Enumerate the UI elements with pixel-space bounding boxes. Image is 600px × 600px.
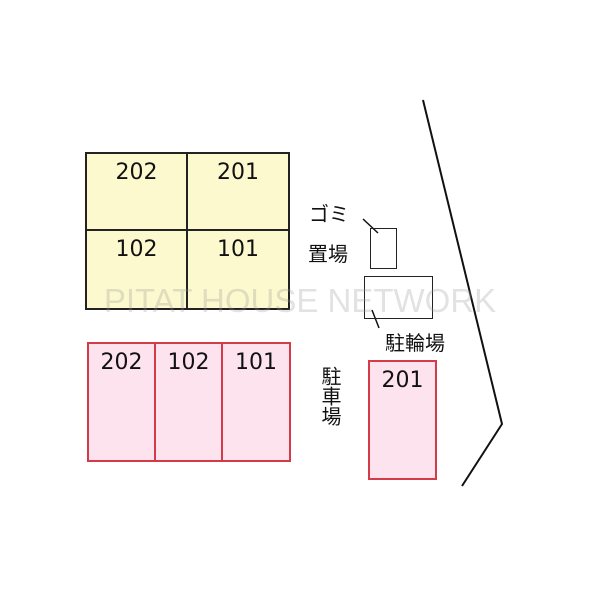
bicycle-parking-label: 駐輪場 (385, 331, 445, 355)
unit-102: 102 (87, 231, 188, 308)
garbage-leader-line (362, 218, 379, 234)
parking-slot-102: 102 (156, 344, 223, 460)
unit-202: 202 (87, 154, 188, 231)
parking-label: 駐車場 (318, 366, 342, 426)
road-boundary-line (422, 99, 504, 487)
parking-slot-201: 201 (368, 360, 437, 480)
unit-101: 101 (217, 237, 259, 262)
apartment-building: 202 201 102 101 (85, 152, 290, 310)
parking-slot-202: 202 (89, 344, 156, 460)
parking-slot-101: 101 (235, 350, 277, 375)
parking-lot-main: 202 102 101 (87, 342, 291, 462)
garbage-label-line2: 置場 (308, 242, 348, 266)
garbage-label-line1: ゴミ (309, 202, 349, 226)
bicycle-parking-box (364, 276, 433, 319)
unit-201: 201 (188, 154, 288, 231)
bicycle-leader-line (371, 309, 380, 329)
watermark: PITAT HOUSE NETWORK (103, 282, 497, 319)
garbage-area-box (370, 228, 397, 269)
